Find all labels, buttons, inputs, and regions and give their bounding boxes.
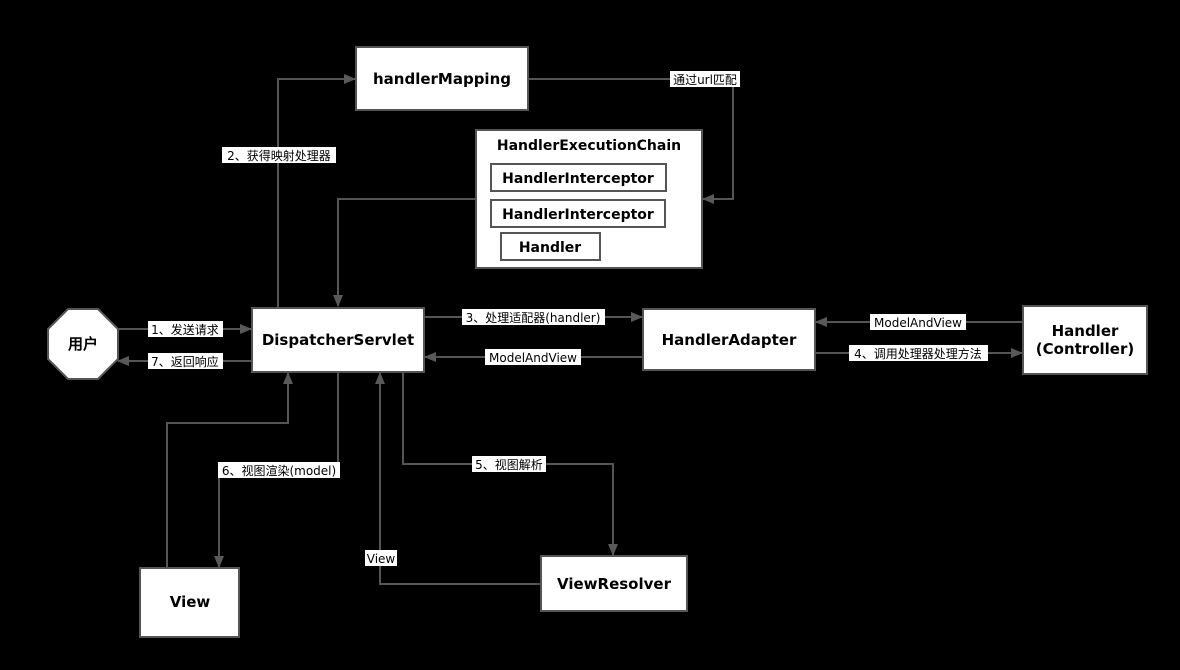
- label-adapter-return: ModelAndView: [485, 349, 581, 365]
- edge-view-return: [166, 372, 293, 567]
- resolve-view-text: 5、视图解析: [475, 457, 543, 472]
- handler-mapping-label: handlerMapping: [373, 70, 511, 88]
- adapter-return-text: ModelAndView: [489, 351, 577, 365]
- edge-get-mapping: [277, 74, 356, 307]
- return-response-text: 7、返回响应: [151, 354, 219, 369]
- nodes: 用户 DispatcherServlet handlerMapping Hand…: [47, 46, 1148, 638]
- url-match-text: 通过url匹配: [673, 73, 737, 87]
- handler-adapter-node[interactable]: HandlerAdapter: [642, 308, 816, 371]
- edge-url-match: [528, 78, 734, 204]
- label-get-mapping: 2、获得映射处理器: [222, 147, 336, 163]
- label-send-request: 1、发送请求: [148, 321, 223, 337]
- dispatcher-servlet-label: DispatcherServlet: [262, 331, 414, 349]
- view-label: View: [170, 593, 211, 611]
- handler-inner[interactable]: Handler: [500, 232, 601, 261]
- label-url-match: 通过url匹配: [670, 71, 740, 87]
- edge-chain-return: [333, 198, 476, 307]
- resolver-return-text: View: [367, 552, 396, 566]
- call-handler-text: 4、调用处理器处理方法: [854, 346, 982, 361]
- label-call-handler: 4、调用处理器处理方法: [849, 345, 988, 361]
- render-view-text: 6、视图渲染(model): [222, 463, 336, 478]
- label-handler-return: ModelAndView: [870, 314, 966, 330]
- edge-resolver-return: [375, 372, 541, 585]
- send-request-text: 1、发送请求: [151, 322, 219, 337]
- handler-return-text: ModelAndView: [874, 316, 962, 330]
- dispatcher-servlet-node[interactable]: DispatcherServlet: [251, 307, 425, 373]
- handler-interceptor-2-label: HandlerInterceptor: [502, 207, 654, 223]
- handler-execution-chain-node[interactable]: HandlerExecutionChain HandlerInterceptor…: [475, 129, 703, 269]
- view-resolver-label: ViewResolver: [557, 575, 672, 593]
- label-resolver-return: View: [365, 550, 397, 566]
- get-mapping-text: 2、获得映射处理器: [227, 148, 331, 163]
- handler-adapter-label: HandlerAdapter: [662, 331, 797, 349]
- label-call-adapter: 3、处理适配器(handler): [462, 309, 605, 325]
- edge-labels: 1、发送请求 7、返回响应 2、获得映射处理器 通过url匹配 3、处理适配器(…: [148, 71, 988, 566]
- handler-inner-label: Handler: [519, 240, 581, 256]
- handler-controller-node[interactable]: Handler (Controller): [1022, 305, 1148, 375]
- user-label: 用户: [68, 335, 98, 353]
- view-node[interactable]: View: [139, 567, 240, 638]
- view-resolver-node[interactable]: ViewResolver: [540, 555, 688, 612]
- handler-interceptor-1-label: HandlerInterceptor: [502, 171, 654, 187]
- label-resolve-view: 5、视图解析: [472, 456, 546, 472]
- handler-interceptor-1[interactable]: HandlerInterceptor: [490, 163, 667, 192]
- handler-interceptor-2[interactable]: HandlerInterceptor: [490, 199, 666, 228]
- user-node[interactable]: 用户: [47, 308, 119, 380]
- handler-controller-label-line2: (Controller): [1036, 340, 1134, 358]
- call-adapter-text: 3、处理适配器(handler): [466, 311, 601, 325]
- label-render-view: 6、视图渲染(model): [218, 462, 340, 478]
- label-return-response: 7、返回响应: [148, 353, 223, 369]
- execution-chain-label: HandlerExecutionChain: [497, 138, 681, 154]
- handler-controller-label-line1: Handler: [1052, 322, 1119, 340]
- handler-mapping-node[interactable]: handlerMapping: [355, 46, 529, 111]
